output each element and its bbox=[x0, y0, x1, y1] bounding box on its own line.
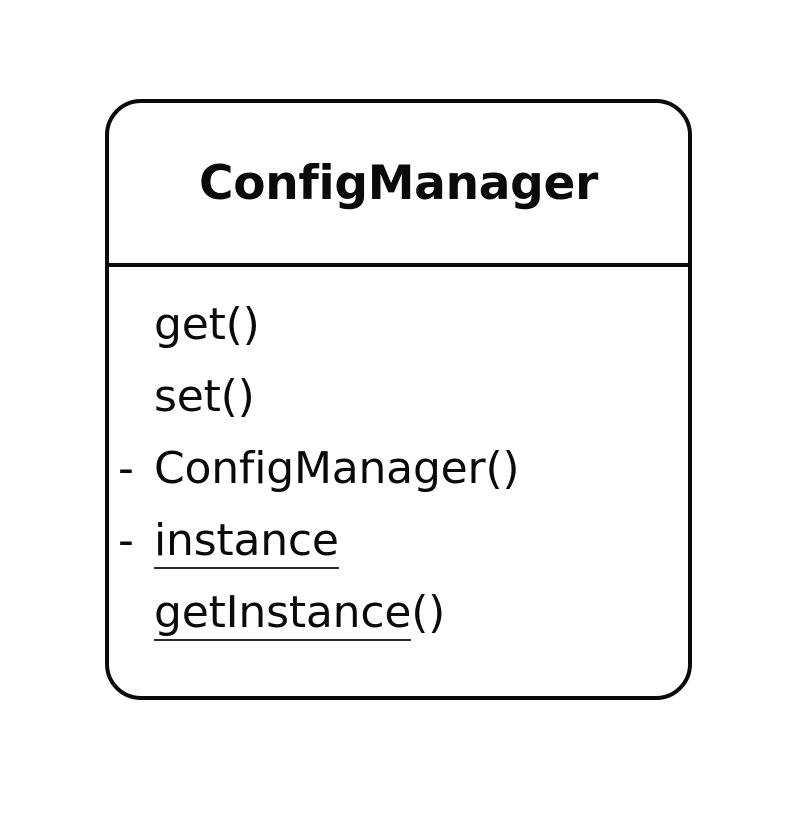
uml-member-signature: set() bbox=[154, 361, 255, 433]
uml-member-name: set bbox=[154, 371, 221, 422]
uml-member-visibility: - bbox=[118, 515, 134, 566]
uml-member-parens: () bbox=[485, 443, 520, 494]
uml-member-parens: () bbox=[220, 371, 255, 422]
uml-member-parens: () bbox=[411, 587, 446, 638]
uml-member-row[interactable]: - instance bbox=[109, 505, 688, 577]
uml-member-row[interactable]: - ConfigManager() bbox=[109, 433, 688, 505]
uml-member-name: ConfigManager bbox=[154, 443, 486, 494]
uml-member-name: get bbox=[154, 299, 226, 350]
uml-member-row[interactable]: set() bbox=[109, 361, 688, 433]
uml-members-compartment: get() set() - ConfigManager() - instance bbox=[109, 267, 688, 696]
uml-member-signature: get() bbox=[154, 289, 260, 361]
uml-compartment-divider bbox=[109, 263, 688, 267]
uml-member-signature: getInstance() bbox=[154, 577, 445, 649]
uml-class-box[interactable]: ConfigManager get() set() - ConfigManage… bbox=[105, 99, 692, 700]
uml-member-visibility: - bbox=[118, 443, 134, 494]
uml-member-row[interactable]: getInstance() bbox=[109, 577, 688, 649]
uml-member-parens: () bbox=[225, 299, 260, 350]
uml-member-name: instance bbox=[154, 515, 339, 569]
uml-class-name: ConfigManager bbox=[199, 155, 598, 211]
uml-member-signature: ConfigManager() bbox=[154, 433, 520, 505]
uml-member-name: getInstance bbox=[154, 587, 411, 641]
uml-member-signature: instance bbox=[154, 505, 339, 577]
uml-member-row[interactable]: get() bbox=[109, 289, 688, 361]
uml-class-header: ConfigManager bbox=[109, 103, 688, 263]
